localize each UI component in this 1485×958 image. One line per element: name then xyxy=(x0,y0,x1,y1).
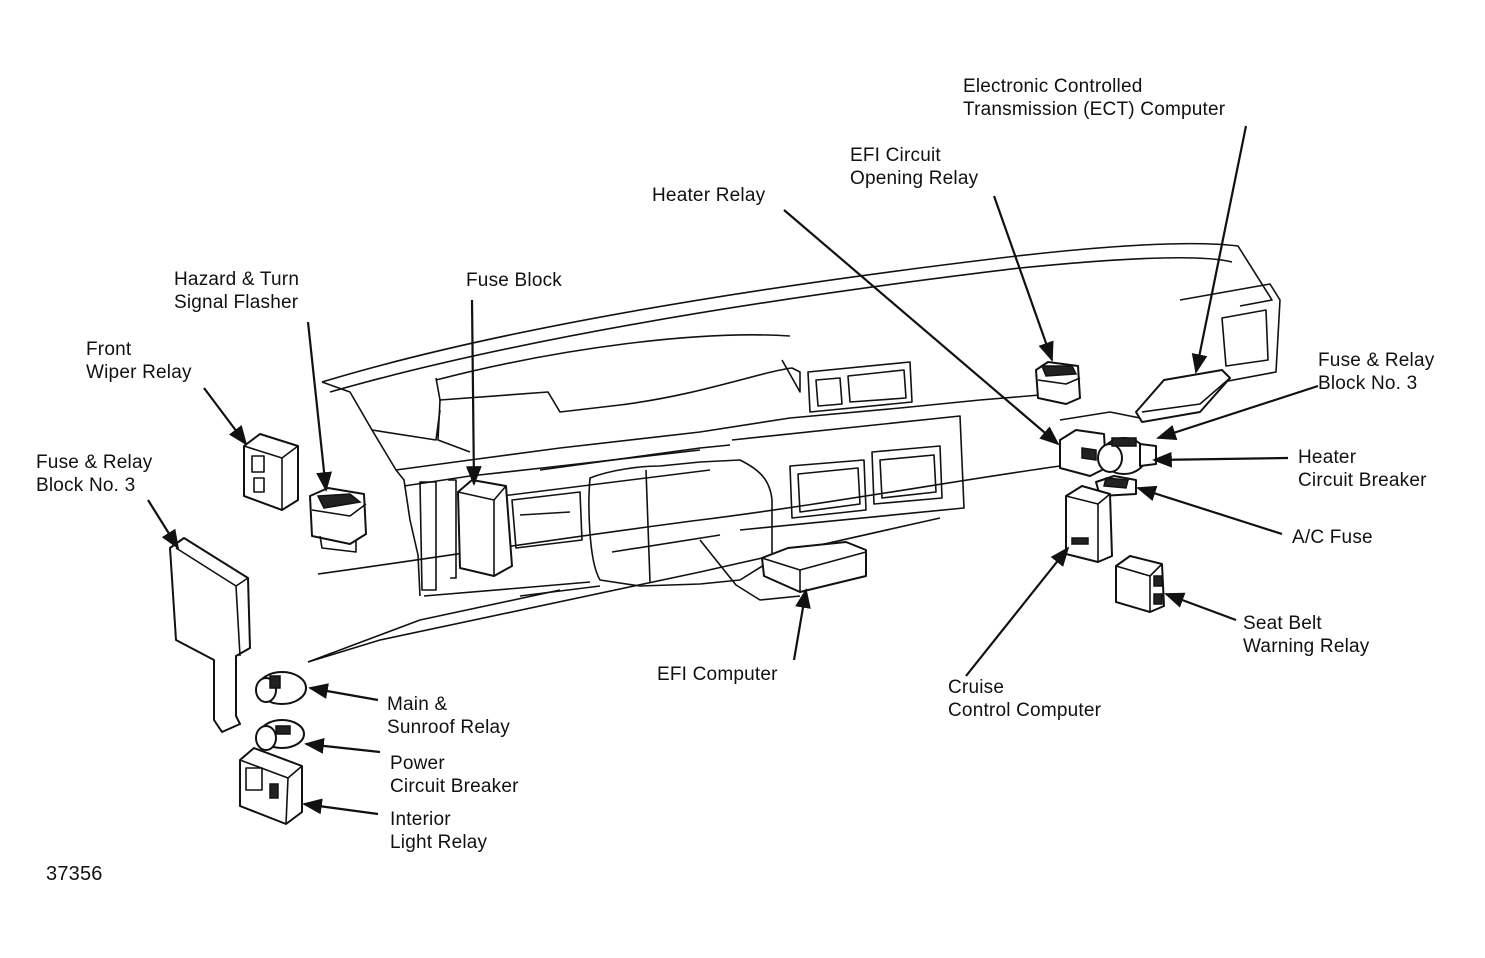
label-fuse-relay-block-left: Fuse & Relay Block No. 3 xyxy=(36,452,153,496)
arrow-efi-computer xyxy=(792,588,811,661)
label-ac-fuse: A/C Fuse xyxy=(1292,527,1373,548)
fuse-relay-block-left-part xyxy=(169,537,251,733)
cruise-control-computer-part xyxy=(1065,485,1113,563)
label-front-wiper-relay: Front Wiper Relay xyxy=(86,339,192,383)
arrow-interior-light-relay xyxy=(302,798,379,816)
arrow-ac-fuse xyxy=(1136,485,1283,536)
label-seat-belt-warning-relay: Seat Belt Warning Relay xyxy=(1243,613,1370,657)
front-wiper-relay-part xyxy=(243,433,299,511)
label-heater-circuit-breaker: Heater Circuit Breaker xyxy=(1298,447,1427,491)
label-heater-relay: Heater Relay xyxy=(652,185,766,206)
arrow-main-sunroof-relay xyxy=(308,683,379,702)
arrow-fuse-block xyxy=(465,299,482,486)
label-efi-circuit-opening-relay: EFI Circuit Opening Relay xyxy=(850,145,979,189)
instrument-panel xyxy=(307,242,1281,663)
arrow-power-circuit-breaker xyxy=(304,738,381,754)
arrow-heater-circuit-breaker xyxy=(1152,451,1289,468)
power-circuit-breaker-part xyxy=(255,719,305,751)
fuse-block-part xyxy=(457,479,513,577)
interior-light-relay-part xyxy=(239,747,303,825)
label-fuse-block: Fuse Block xyxy=(466,270,562,291)
label-main-sunroof-relay: Main & Sunroof Relay xyxy=(387,694,511,738)
label-fuse-relay-block-right: Fuse & Relay Block No. 3 xyxy=(1318,350,1435,394)
main-sunroof-relay-part xyxy=(255,671,307,705)
arrow-fuse-relay-block-left xyxy=(147,499,180,550)
arrow-heater-relay xyxy=(783,209,1060,446)
ect-computer-part xyxy=(1135,369,1231,423)
arrow-efi-circuit-opening-relay xyxy=(992,195,1054,362)
arrow-seat-belt-warning-relay xyxy=(1164,592,1237,622)
label-efi-computer: EFI Computer xyxy=(657,664,778,685)
arrow-front-wiper-relay xyxy=(203,387,248,446)
label-hazard-flasher: Hazard & Turn Signal Flasher xyxy=(174,269,300,313)
label-cruise-control-computer: Cruise Control Computer xyxy=(948,677,1102,721)
seat-belt-warning-relay-part xyxy=(1115,555,1165,613)
right-relay-cluster-part xyxy=(1059,429,1157,497)
efi-computer-part xyxy=(761,541,867,593)
label-power-circuit-breaker: Power Circuit Breaker xyxy=(390,753,519,797)
efi-circuit-opening-relay-part xyxy=(1035,361,1081,405)
label-ect-computer: Electronic Controlled Transmission (ECT)… xyxy=(963,76,1226,120)
arrow-fuse-relay-block-right xyxy=(1156,384,1319,441)
arrow-ect-computer xyxy=(1191,125,1248,374)
arrow-cruise-control-computer xyxy=(965,546,1070,677)
hazard-flasher-part xyxy=(309,487,367,553)
figure-number: 37356 xyxy=(46,863,103,885)
label-interior-light-relay: Interior Light Relay xyxy=(390,809,488,853)
arrow-hazard-flasher xyxy=(306,321,332,492)
leader-arrows xyxy=(147,125,1319,816)
